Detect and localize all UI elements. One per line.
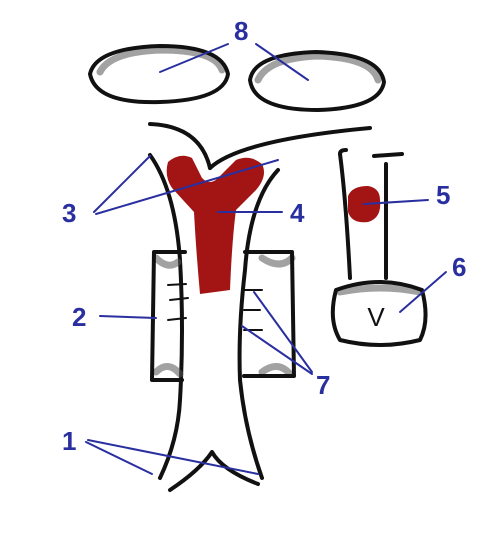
top-left-oval (88, 44, 230, 105)
label-1: 1 (62, 426, 76, 456)
label-4: 4 (290, 198, 305, 228)
label-7: 7 (316, 370, 330, 400)
top-right-oval (248, 50, 386, 112)
right-tube (338, 148, 404, 280)
label-3: 3 (62, 198, 76, 228)
red-y-region (166, 155, 264, 294)
label-6: 6 (452, 252, 466, 282)
left-bracket (150, 250, 189, 382)
central-structure (148, 122, 372, 492)
leader-lines (85, 43, 447, 475)
label-2: 2 (72, 302, 86, 332)
ventricle-letter: V (367, 302, 385, 332)
ventricle-box: V (330, 280, 428, 347)
label-5: 5 (436, 180, 450, 210)
label-8: 8 (234, 16, 248, 46)
number-labels: 8 3 4 5 6 2 7 1 (62, 16, 466, 456)
